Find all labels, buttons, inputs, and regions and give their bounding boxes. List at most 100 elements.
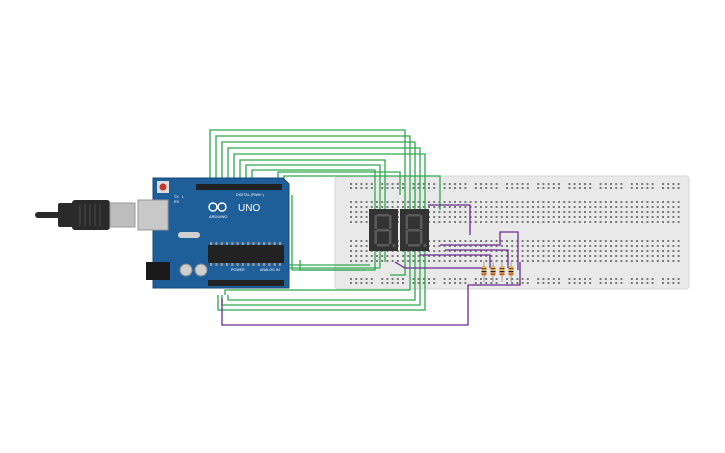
breadboard-hole (438, 221, 441, 223)
breadboard-hole (599, 245, 602, 247)
breadboard-hole (386, 255, 389, 257)
resistor[interactable] (508, 262, 514, 282)
breadboard-hole (667, 201, 670, 203)
breadboard-hole (448, 183, 451, 185)
breadboard-hole (641, 278, 644, 280)
breadboard-hole (625, 221, 628, 223)
breadboard-hole (630, 278, 633, 280)
breadboard-hole (552, 216, 555, 218)
segment (408, 229, 420, 232)
breadboard-hole (485, 255, 488, 257)
breadboard-hole (417, 206, 420, 208)
display-left[interactable] (369, 209, 398, 251)
breadboard-hole (350, 221, 352, 223)
breadboard-hole (552, 250, 555, 252)
breadboard-hole (370, 278, 373, 280)
breadboard-hole (396, 206, 399, 208)
breadboard-hole (365, 206, 368, 208)
breadboard-hole (542, 211, 545, 213)
breadboard-hole (630, 216, 633, 218)
wire (209, 129, 406, 276)
breadboard-hole (459, 245, 462, 247)
usb-cable[interactable] (35, 200, 136, 230)
resistor[interactable] (490, 262, 496, 282)
breadboard-hole (480, 216, 482, 218)
breadboard-hole (584, 245, 586, 247)
breadboard-hole (480, 201, 482, 203)
breadboard-hole (391, 201, 394, 203)
breadboard-hole (641, 187, 644, 189)
breadboard-hole (360, 187, 363, 189)
display-right[interactable] (400, 209, 429, 251)
arduino-uno-board[interactable]: UNO ARDUINO DIGITAL (PWM~) POWER ANALOG … (137, 177, 290, 289)
breadboard-hole (417, 260, 420, 262)
breadboard-hole (459, 201, 462, 203)
breadboard-hole (480, 240, 482, 242)
breadboard-hole (350, 211, 352, 213)
breadboard-hole (651, 240, 654, 242)
breadboard-hole (485, 211, 488, 213)
breadboard-hole (495, 260, 498, 262)
breadboard-hole (454, 187, 456, 189)
breadboard-hole (604, 240, 607, 242)
digital-label: DIGITAL (PWM~) (236, 193, 264, 197)
breadboard-hole (578, 240, 581, 242)
seven-segment-displays[interactable] (369, 209, 429, 251)
breadboard-hole (480, 250, 482, 252)
breadboard-hole (396, 260, 399, 262)
breadboard-hole (667, 260, 670, 262)
breadboard-hole (620, 260, 623, 262)
purple-wires[interactable] (221, 204, 521, 326)
breadboard-hole (454, 211, 456, 213)
breadboard-hole (599, 187, 602, 189)
breadboard-hole (360, 216, 363, 218)
breadboard-hole (402, 282, 404, 284)
breadboard-hole (610, 240, 612, 242)
breadboard-hole (464, 221, 467, 223)
breadboard-hole (584, 250, 586, 252)
breadboard-hole (667, 221, 670, 223)
breadboard-hole (630, 260, 633, 262)
breadboard-hole (630, 187, 633, 189)
resistor[interactable] (499, 262, 505, 282)
breadboard-hole (630, 206, 633, 208)
breadboard-hole (417, 187, 420, 189)
breadboard-hole (656, 260, 659, 262)
breadboard-hole (547, 211, 550, 213)
breadboard-hole (521, 278, 524, 280)
breadboard-hole (422, 278, 425, 280)
breadboard-hole (506, 216, 508, 218)
breadboard-hole (651, 221, 654, 223)
power-analog-header[interactable] (208, 280, 284, 286)
breadboard-hole (662, 221, 664, 223)
breadboard-hole (599, 183, 602, 185)
chip-pin (273, 263, 276, 266)
chip-pin (225, 242, 229, 245)
resistors[interactable] (481, 262, 514, 282)
breadboard-hole (521, 221, 524, 223)
breadboard-hole (412, 282, 415, 284)
breadboard-hole (490, 201, 493, 203)
breadboard-hole (526, 216, 529, 218)
breadboard-hole (433, 221, 436, 223)
breadboard-hole (542, 216, 545, 218)
breadboard-hole (526, 245, 529, 247)
breadboard-hole (532, 240, 534, 242)
breadboard-hole (552, 255, 555, 257)
breadboard-hole (485, 240, 488, 242)
breadboard-hole (485, 245, 488, 247)
breadboard-hole (667, 245, 670, 247)
digital-header[interactable] (196, 184, 282, 190)
breadboard-hole (459, 211, 462, 213)
breadboard-hole (454, 201, 456, 203)
breadboard-hole (490, 187, 493, 189)
breadboard-hole (651, 282, 654, 284)
breadboard-hole (506, 250, 508, 252)
breadboard-hole (573, 221, 576, 223)
breadboard-hole (568, 201, 571, 203)
breadboard-hole (646, 240, 649, 242)
resistor[interactable] (481, 262, 487, 282)
breadboard-hole (599, 282, 602, 284)
breadboard-hole (516, 216, 519, 218)
